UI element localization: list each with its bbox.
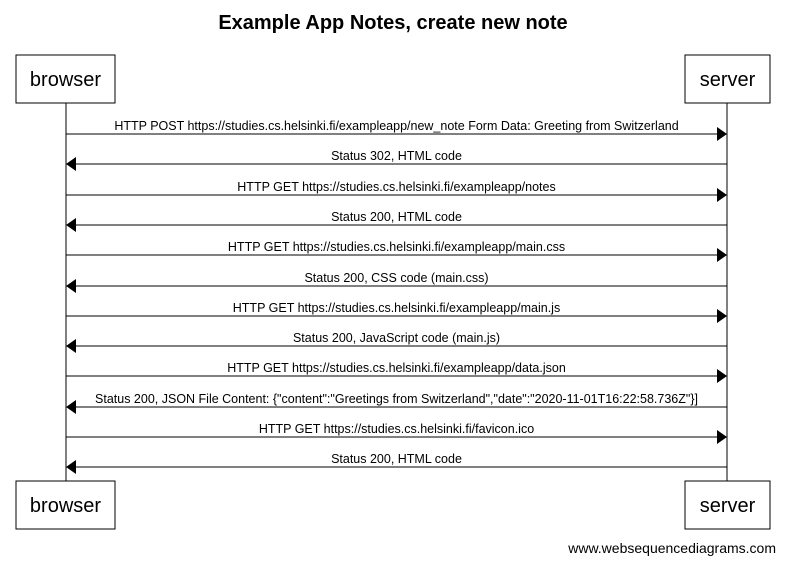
message-arrowhead-4 <box>66 218 76 232</box>
participant-box-server-bottom <box>684 480 771 530</box>
messages: HTTP POST https://studies.cs.helsinki.fi… <box>66 119 727 474</box>
participant-label-browser-top: browser <box>30 69 101 91</box>
message-arrowhead-9 <box>717 369 727 383</box>
lifelines <box>65 103 728 481</box>
diagram-title: Example App Notes, create new note <box>218 12 567 34</box>
message-arrowhead-10 <box>66 400 76 414</box>
message-arrowhead-8 <box>66 339 76 353</box>
footer-watermark: www.websequencediagrams.com <box>567 540 776 556</box>
message-label-3: HTTP GET https://studies.cs.helsinki.fi/… <box>237 180 555 194</box>
participant-label-server-bottom: server <box>700 495 756 517</box>
message-arrowhead-7 <box>717 309 727 323</box>
message-arrowhead-11 <box>717 430 727 444</box>
message-label-5: HTTP GET https://studies.cs.helsinki.fi/… <box>228 240 565 254</box>
message-arrowhead-6 <box>66 279 76 293</box>
participant-box-browser-bottom <box>15 480 116 530</box>
participant-box-browser-top <box>15 54 116 104</box>
participant-label-browser-bottom: browser <box>30 495 101 517</box>
participant-box-server-top <box>684 54 771 104</box>
message-label-9: HTTP GET https://studies.cs.helsinki.fi/… <box>227 361 566 375</box>
message-arrowhead-2 <box>66 157 76 171</box>
message-arrowhead-12 <box>66 460 76 474</box>
message-label-7: HTTP GET https://studies.cs.helsinki.fi/… <box>233 301 560 315</box>
message-arrowhead-1 <box>717 127 727 141</box>
participant-label-server-top: server <box>700 69 756 91</box>
message-label-11: HTTP GET https://studies.cs.helsinki.fi/… <box>259 422 534 436</box>
message-label-12: Status 200, HTML code <box>331 452 462 466</box>
message-label-8: Status 200, JavaScript code (main.js) <box>293 331 500 345</box>
message-label-1: HTTP POST https://studies.cs.helsinki.fi… <box>114 119 678 133</box>
participants: browser browser server server <box>15 54 771 530</box>
message-label-6: Status 200, CSS code (main.css) <box>304 271 488 285</box>
message-label-4: Status 200, HTML code <box>331 210 462 224</box>
message-label-10: Status 200, JSON File Content: {"content… <box>95 392 698 406</box>
message-arrowhead-3 <box>717 188 727 202</box>
message-label-2: Status 302, HTML code <box>331 149 462 163</box>
message-arrowhead-5 <box>717 248 727 262</box>
